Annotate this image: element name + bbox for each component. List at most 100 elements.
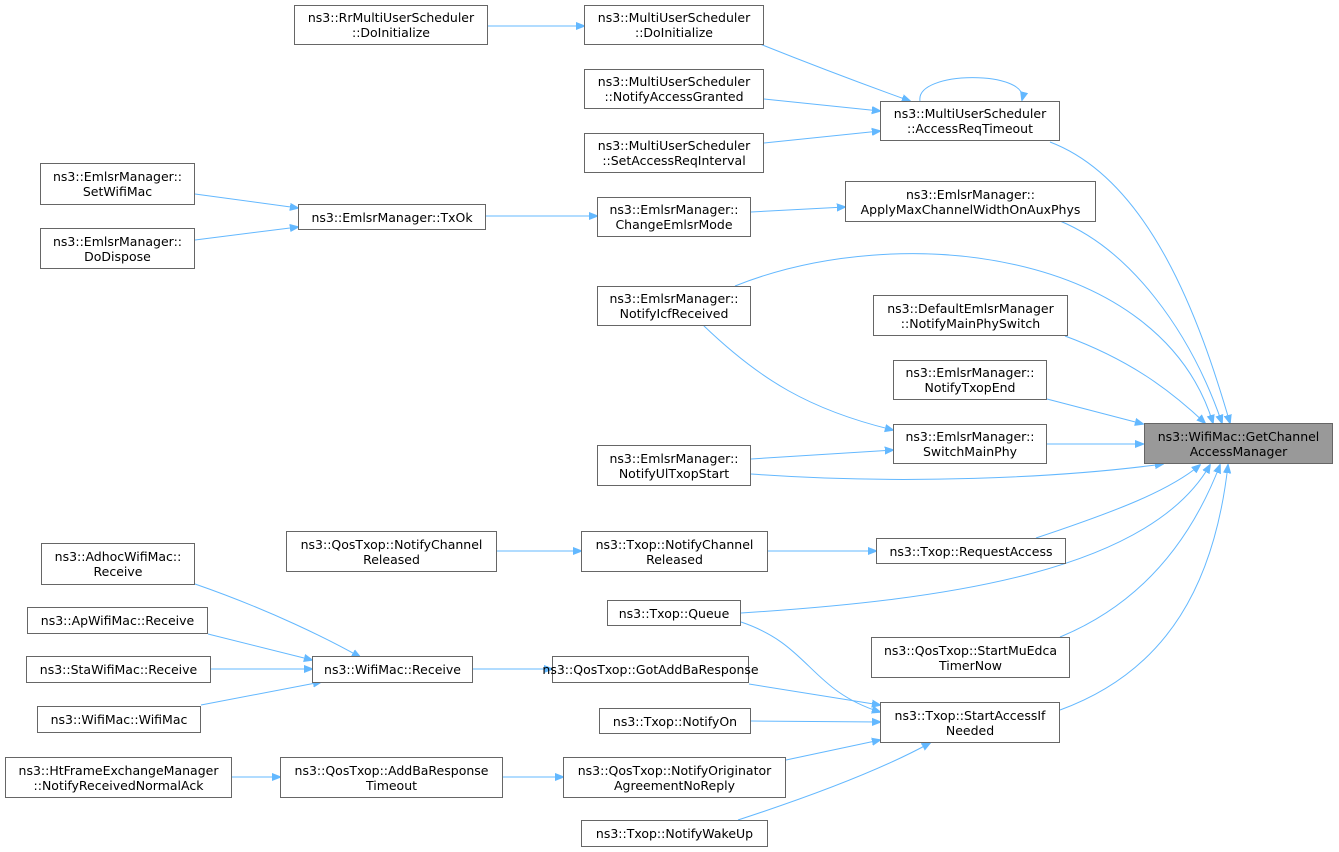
node-txop-notify-wake-up[interactable]: ns3::Txop::NotifyWakeUp: [581, 820, 768, 847]
node-label-line: ns3::EmlsrManager::TxOk: [311, 209, 473, 225]
node-label-line: Released: [646, 551, 703, 567]
node-label-line: ns3::DefaultEmlsrManager: [887, 300, 1054, 316]
edge-wakeup-to-startacc: [737, 743, 930, 821]
edge-adhoc-to-recv: [194, 583, 360, 657]
node-label-line: ns3::Txop::Queue: [618, 605, 730, 621]
edge-startacc-to-root: [1059, 465, 1228, 711]
node-label-line: ::AccessReqTimeout: [906, 121, 1034, 136]
node-label-line: ns3::QosTxop::NotifyOriginator: [577, 762, 772, 778]
edge-queue-to-root: [740, 465, 1210, 614]
node-get-channel-access-manager: ns3::WifiMac::GetChannel AccessManager: [1144, 423, 1333, 464]
edge-ultxop-to-switch: [750, 450, 893, 460]
node-txop-queue[interactable]: ns3::Txop::Queue: [607, 600, 741, 626]
node-label-line: TimerNow: [939, 657, 1002, 673]
edge-timeout-self-loop: [919, 77, 1023, 101]
node-label-line: ::SetAccessReqInterval: [602, 153, 746, 168]
node-emlsr-manager-notify-txop-end[interactable]: ns3::EmlsrManager:: NotifyTxopEnd: [893, 360, 1047, 400]
node-qostxop-notify-originator-agreement-no-reply[interactable]: ns3::QosTxop::NotifyOriginator Agreement…: [563, 757, 786, 798]
node-wifi-mac-receive[interactable]: ns3::WifiMac::Receive: [312, 656, 473, 683]
edge-startmu-to-root: [1059, 465, 1220, 638]
node-label-line: ns3::ApWifiMac::Receive: [40, 613, 195, 628]
node-multi-user-scheduler-access-req-timeout[interactable]: ns3::MultiUserScheduler ::AccessReqTimeo…: [880, 101, 1060, 141]
node-label-line: ns3::WifiMac::WifiMac: [50, 712, 188, 727]
node-label-line: ns3::EmlsrManager::: [609, 450, 739, 466]
node-qostxop-got-addba-response[interactable]: ns3::QosTxop::GotAddBaResponse: [542, 656, 759, 683]
node-sta-wifi-mac-receive[interactable]: ns3::StaWifiMac::Receive: [26, 656, 211, 683]
node-label-line: ns3::QosTxop::NotifyChannel: [300, 536, 483, 552]
node-label-line: ns3::EmlsrManager::: [52, 233, 182, 249]
node-label-line: ns3::EmlsrManager::: [609, 291, 739, 306]
node-multi-user-scheduler-notify-access-granted[interactable]: ns3::MultiUserScheduler ::NotifyAccessGr…: [584, 69, 764, 109]
node-ap-wifi-mac-receive[interactable]: ns3::ApWifiMac::Receive: [27, 607, 208, 634]
node-emlsr-manager-apply-max-channel-width[interactable]: ns3::EmlsrManager:: ApplyMaxChannelWidth…: [845, 181, 1096, 222]
node-wifi-mac-wifi-mac[interactable]: ns3::WifiMac::WifiMac: [37, 706, 201, 733]
node-ht-frame-exchange-manager-notify-received-normal-ack[interactable]: ns3::HtFrameExchangeManager ::NotifyRece…: [5, 757, 232, 798]
node-qostxop-addba-response-timeout[interactable]: ns3::QosTxop::AddBaResponse Timeout: [280, 757, 503, 798]
edge-change-to-apply: [750, 207, 845, 213]
node-emlsr-manager-change-emlsr-mode[interactable]: ns3::EmlsrManager:: ChangeEmlsrMode: [597, 197, 751, 237]
node-emlsr-manager-do-dispose[interactable]: ns3::EmlsrManager:: DoDispose: [40, 228, 195, 269]
node-label-line: Receive: [93, 564, 143, 579]
edge-ultxop-to-root: [750, 464, 1163, 480]
node-label-line: ns3::StaWifiMac::Receive: [39, 662, 198, 677]
node-label-line: ns3::Txop::NotifyOn: [612, 713, 738, 729]
node-label-line: DoDispose: [84, 248, 151, 264]
node-adhoc-wifi-mac-receive[interactable]: ns3::AdhocWifiMac:: Receive: [41, 543, 195, 585]
node-label-line: NotifyUlTxopStart: [618, 465, 730, 481]
edge-mus-notify-to-timeout: [763, 98, 880, 111]
node-multi-user-scheduler-set-access-req-interval[interactable]: ns3::MultiUserScheduler ::SetAccessReqIn…: [584, 133, 764, 173]
edge-reqacc-to-root: [1035, 465, 1200, 539]
node-label-line: ns3::Txop::StartAccessIf: [894, 707, 1046, 723]
node-txop-request-access[interactable]: ns3::Txop::RequestAccess: [876, 538, 1066, 564]
node-emlsr-manager-set-wifi-mac[interactable]: ns3::EmlsrManager:: SetWifiMac: [40, 163, 195, 205]
edge-timeout-to-root: [1049, 141, 1230, 423]
node-label-line: ns3::QosTxop::GotAddBaResponse: [542, 662, 759, 677]
node-label-line: ns3::MultiUserScheduler: [597, 10, 751, 25]
node-rr-multi-user-scheduler-doinitialize[interactable]: ns3::RrMultiUserScheduler ::DoInitialize: [294, 5, 488, 45]
edge-setwifi-to-txok: [194, 193, 298, 208]
node-txop-notify-channel-released[interactable]: ns3::Txop::NotifyChannel Released: [581, 531, 768, 572]
node-default-emlsr-manager-notify-main-phy-switch[interactable]: ns3::DefaultEmlsrManager ::NotifyMainPhy…: [873, 295, 1068, 336]
node-emlsr-manager-notify-ul-txop-start[interactable]: ns3::EmlsrManager:: NotifyUlTxopStart: [597, 445, 751, 486]
node-label-line: ns3::EmlsrManager::: [609, 202, 739, 217]
edge-notifyon-to-startacc: [750, 721, 880, 722]
edge-demswitch-to-root: [1064, 335, 1205, 423]
node-label-line: Released: [363, 551, 420, 567]
node-label-line: ::NotifyAccessGranted: [604, 89, 744, 104]
edge-wm-to-recv: [200, 682, 321, 706]
edge-apply-to-root: [1059, 220, 1222, 423]
node-emlsr-manager-switch-main-phy[interactable]: ns3::EmlsrManager:: SwitchMainPhy: [893, 424, 1047, 464]
node-label-line: ::DoInitialize: [351, 25, 430, 40]
node-label-line: ns3::AdhocWifiMac::: [54, 549, 182, 564]
node-multi-user-scheduler-doinitialize[interactable]: ns3::MultiUserScheduler ::DoInitialize: [584, 5, 764, 45]
node-label-line: NotifyTxopEnd: [924, 380, 1016, 395]
node-label-line: AgreementNoReply: [613, 777, 736, 793]
node-label-line: SetWifiMac: [82, 184, 153, 199]
node-label-line: Timeout: [365, 777, 418, 793]
node-emlsr-manager-txok[interactable]: ns3::EmlsrManager::TxOk: [298, 204, 486, 230]
node-emlsr-manager-notify-icf-received[interactable]: ns3::EmlsrManager:: NotifyIcfReceived: [597, 286, 751, 326]
node-label-line: ns3::Txop::NotifyChannel: [595, 536, 754, 552]
node-label-line: ns3::MultiUserScheduler: [597, 74, 751, 89]
node-label-line: ::NotifyReceivedNormalAck: [33, 777, 204, 793]
edge-queue-to-startacc: [740, 621, 880, 712]
node-label-line: ns3::RrMultiUserScheduler: [307, 10, 475, 25]
edge-icf-to-switch: [702, 324, 893, 430]
node-label-line: Needed: [945, 722, 995, 738]
node-label-line: NotifyIcfReceived: [619, 306, 729, 321]
edge-dispose-to-txok: [194, 227, 298, 241]
node-label-line: ns3::MultiUserScheduler: [893, 106, 1047, 121]
node-label-line: SwitchMainPhy: [922, 444, 1018, 459]
node-qostxop-start-mu-edca-timer-now[interactable]: ns3::QosTxop::StartMuEdca TimerNow: [871, 637, 1070, 678]
node-txop-start-access-if-needed[interactable]: ns3::Txop::StartAccessIf Needed: [880, 702, 1060, 743]
node-label-line: ns3::WifiMac::Receive: [324, 662, 461, 677]
edge-noreply-to-startacc: [785, 740, 880, 761]
node-label-line: ns3::MultiUserScheduler: [597, 138, 751, 153]
node-txop-notify-on[interactable]: ns3::Txop::NotifyOn: [599, 708, 751, 734]
node-label-line: ns3::Txop::NotifyWakeUp: [595, 826, 754, 841]
node-qostxop-notify-channel-released[interactable]: ns3::QosTxop::NotifyChannel Released: [286, 531, 497, 572]
node-label-line: ApplyMaxChannelWidthOnAuxPhys: [860, 201, 1081, 217]
node-label-line: ::NotifyMainPhySwitch: [900, 315, 1041, 331]
